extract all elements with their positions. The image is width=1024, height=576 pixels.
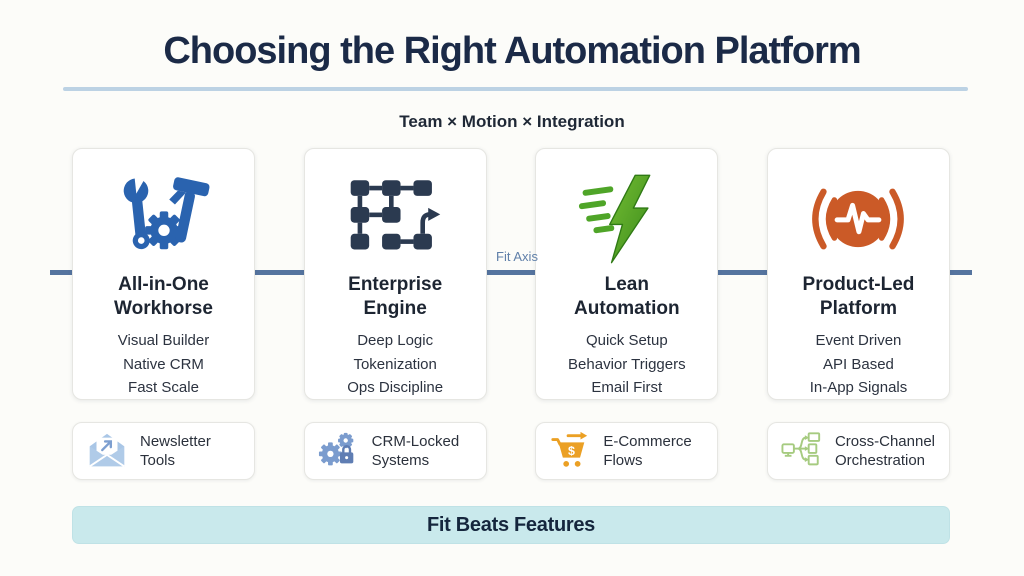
platform-cards-row: All-in-One Workhorse Visual Builder Nati… xyxy=(72,148,950,400)
card-enterprise-engine: Enterprise Engine Deep Logic Tokenizatio… xyxy=(303,148,487,400)
card-item: Native CRM xyxy=(123,355,204,373)
card-item: Tokenization xyxy=(353,355,437,373)
card-item: In-App Signals xyxy=(809,378,908,396)
cross-channel-icon xyxy=(780,429,824,473)
card-item: Event Driven xyxy=(815,332,902,350)
flowchart-icon xyxy=(347,169,443,269)
badge-label: E-Commerce Flows xyxy=(603,432,692,470)
title-underline xyxy=(63,87,968,91)
tools-icon xyxy=(112,169,216,269)
newsletter-envelope-icon xyxy=(85,429,129,473)
card-item: Fast Scale xyxy=(128,378,199,396)
card-items: Deep Logic Tokenization Ops Discipline xyxy=(347,329,443,399)
badge-crm-locked-systems: CRM-Locked Systems xyxy=(303,422,487,480)
card-item: API Based xyxy=(823,355,894,373)
badge-label: Cross-Channel Orchestration xyxy=(834,432,936,470)
shopping-cart-icon: $ xyxy=(548,429,592,473)
badge-newsletter-tools: Newsletter Tools xyxy=(72,422,255,480)
category-badges-row: Newsletter Tools xyxy=(72,422,950,480)
card-all-in-one-workhorse: All-in-One Workhorse Visual Builder Nati… xyxy=(72,148,255,400)
card-title: Enterprise Engine xyxy=(348,273,443,319)
banner-label: Fit Beats Features xyxy=(427,513,595,536)
lightning-icon xyxy=(577,169,677,269)
card-item: Quick Setup xyxy=(585,332,668,350)
svg-text:$: $ xyxy=(568,444,575,458)
badge-label: CRM-Locked Systems xyxy=(371,432,460,470)
bottom-banner: Fit Beats Features xyxy=(72,506,950,544)
pulse-signal-icon xyxy=(799,169,917,269)
page-subtitle: Team × Motion × Integration xyxy=(399,112,625,131)
card-item: Ops Discipline xyxy=(347,378,444,396)
gears-lock-icon xyxy=(317,429,361,473)
card-product-led-platform: Product-Led Platform Event Driven API Ba… xyxy=(766,148,950,400)
fit-axis-label: Fit Axis xyxy=(496,249,538,264)
badge-label: Newsletter Tools xyxy=(140,432,211,470)
badge-ecommerce-flows: $ E-Commerce Flows xyxy=(535,422,719,480)
card-title: All-in-One Workhorse xyxy=(114,273,213,319)
card-item: Email First xyxy=(591,378,663,396)
card-items: Quick Setup Behavior Triggers Email Firs… xyxy=(568,329,686,399)
card-item: Visual Builder xyxy=(117,332,210,350)
page-title: Choosing the Right Automation Platform xyxy=(163,30,861,72)
card-title: Lean Automation xyxy=(574,273,680,319)
card-item: Deep Logic xyxy=(357,332,434,350)
card-item: Behavior Triggers xyxy=(568,355,686,373)
card-title: Product-Led Platform xyxy=(802,273,915,319)
fit-axis-line xyxy=(50,270,972,275)
badge-cross-channel-orchestration: Cross-Channel Orchestration xyxy=(766,422,950,480)
card-lean-automation: Lean Automation Quick Setup Behavior Tri… xyxy=(535,148,719,400)
card-items: Visual Builder Native CRM Fast Scale xyxy=(118,329,209,399)
card-items: Event Driven API Based In-App Signals xyxy=(810,329,908,399)
